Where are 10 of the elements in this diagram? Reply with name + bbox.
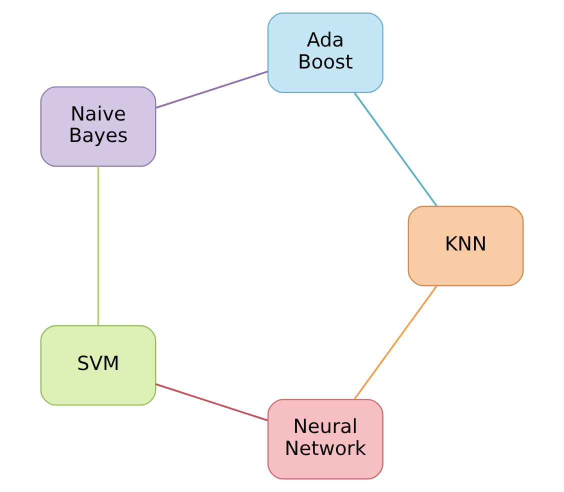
node-box: SVM	[40, 325, 156, 406]
node-box: Naive Bayes	[40, 86, 156, 167]
connector	[354, 286, 438, 400]
connector	[156, 70, 268, 109]
connector	[155, 383, 268, 422]
node-box: KNN	[408, 206, 524, 286]
connector	[97, 166, 100, 326]
node-box: Neural Network	[267, 398, 384, 480]
connector	[354, 92, 438, 207]
node-box: Ada Boost	[267, 12, 384, 94]
